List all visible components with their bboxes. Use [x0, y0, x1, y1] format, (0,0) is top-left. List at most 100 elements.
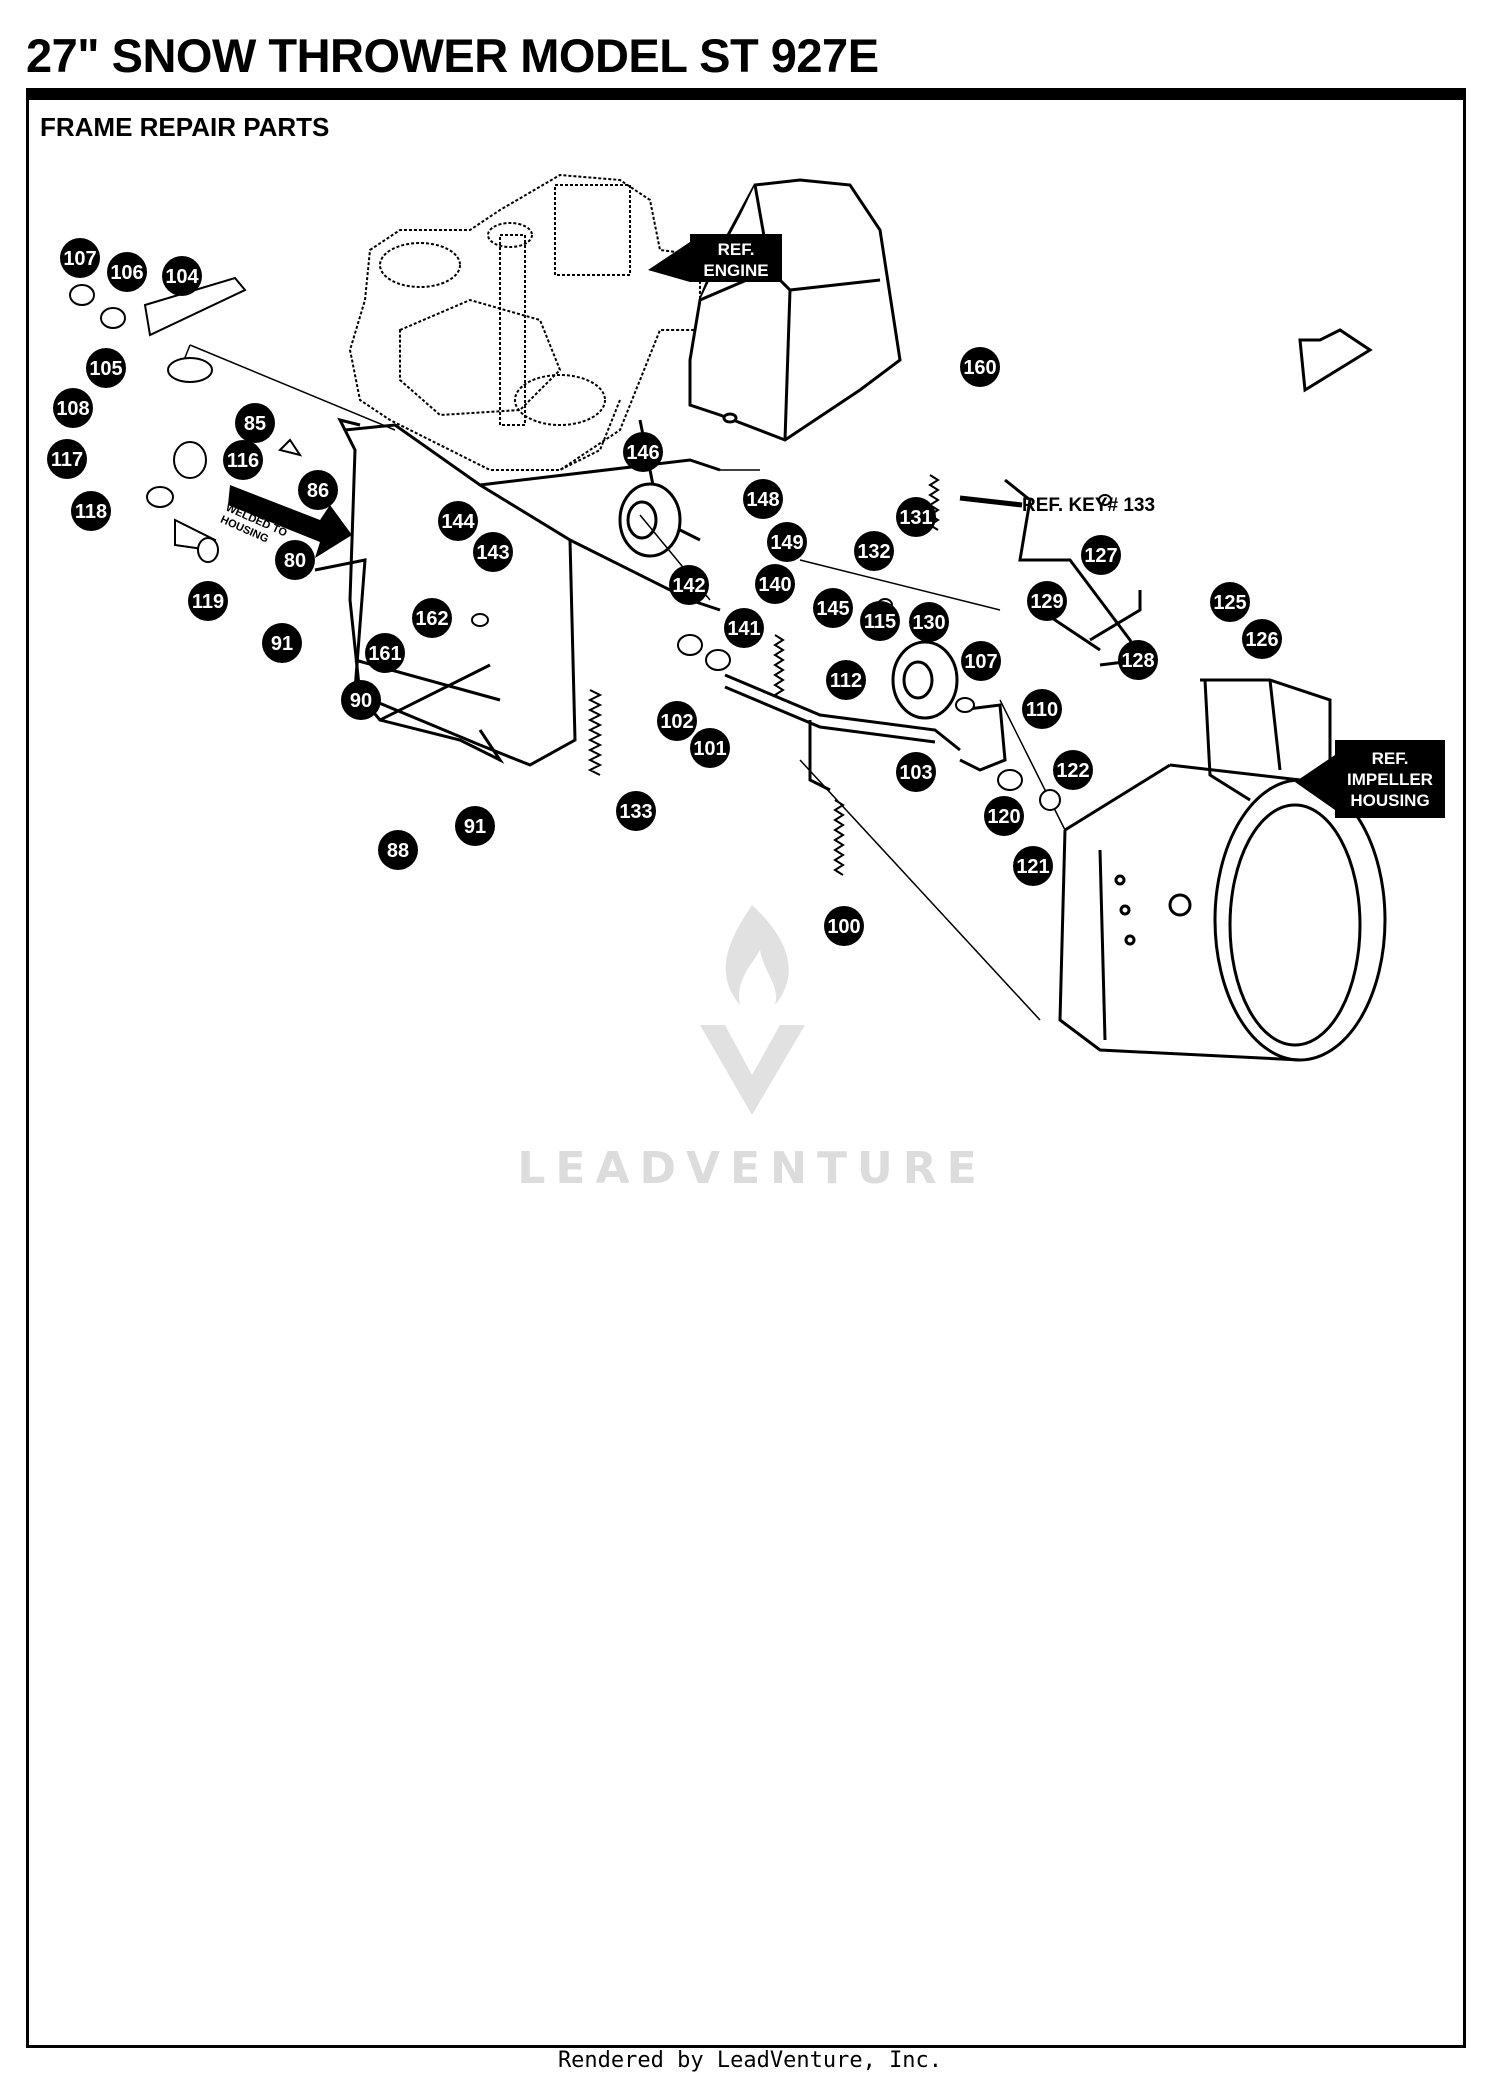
callout-116: 116 — [223, 440, 263, 480]
callout-circle — [623, 432, 663, 472]
ref-key-text: REF. KEY# 133 — [1022, 495, 1155, 516]
callout-118: 118 — [71, 491, 111, 531]
callout-circle — [71, 491, 111, 531]
callout-number: 162 — [415, 608, 448, 630]
callout-circle — [824, 906, 864, 946]
callout-circle — [1210, 582, 1250, 622]
callout-circle — [813, 588, 853, 628]
callout-circle — [767, 522, 807, 562]
callout-number: 91 — [271, 633, 293, 655]
callout-number: 129 — [1030, 591, 1063, 613]
callout-number: 91 — [464, 816, 486, 838]
callout-circle — [960, 347, 1000, 387]
callout-number: 160 — [963, 357, 996, 379]
impeller-housing-drawing — [1058, 678, 1387, 1062]
callout-circle — [1053, 750, 1093, 790]
callout-106: 106 — [107, 252, 147, 292]
callout-circle — [53, 388, 93, 428]
callout-125: 125 — [1210, 582, 1250, 622]
callout-131: 131 — [896, 497, 936, 537]
callout-107b: 107 — [961, 641, 1001, 681]
callout-110: 110 — [1022, 689, 1062, 729]
callout-number: 117 — [51, 449, 83, 471]
callout-circle — [1027, 581, 1067, 621]
callout-circle — [86, 348, 126, 388]
callout-122: 122 — [1053, 750, 1093, 790]
ref-impeller-line2: IMPELLER — [1347, 770, 1433, 789]
callout-circle — [262, 623, 302, 663]
callout-circle — [854, 531, 894, 571]
callout-number: 112 — [830, 670, 862, 692]
callout-120: 120 — [984, 796, 1024, 836]
callout-circle — [455, 806, 495, 846]
callout-circle — [235, 403, 275, 443]
callout-number: 116 — [227, 450, 259, 472]
callout-circle — [107, 252, 147, 292]
callout-number: 127 — [1084, 545, 1117, 567]
callout-number: 130 — [912, 612, 945, 634]
callout-number: 146 — [626, 442, 659, 464]
callout-140: 140 — [755, 564, 795, 604]
callout-circle — [826, 660, 866, 700]
callout-130: 130 — [909, 602, 949, 642]
callout-circle — [755, 564, 795, 604]
callout-133: 133 — [616, 791, 656, 831]
callout-number: 121 — [1016, 856, 1049, 878]
callout-129: 129 — [1027, 581, 1067, 621]
callout-number: 86 — [307, 480, 329, 502]
callout-128: 128 — [1118, 640, 1158, 680]
callout-number: 149 — [770, 532, 803, 554]
callout-85: 85 — [235, 403, 275, 443]
callout-91a: 91 — [262, 623, 302, 663]
callout-90: 90 — [341, 680, 381, 720]
callout-number: 143 — [476, 542, 509, 564]
callout-104: 104 — [162, 256, 202, 296]
callout-146: 146 — [623, 432, 663, 472]
callout-circle — [896, 752, 936, 792]
callout-86: 86 — [298, 470, 338, 510]
spring-drawing — [587, 474, 940, 876]
ref-engine-line1: REF. — [718, 240, 755, 259]
callout-circle — [909, 602, 949, 642]
callout-circle — [743, 479, 783, 519]
watermark-logo: LEADVENTURE — [517, 905, 977, 1194]
callout-number: 115 — [864, 611, 896, 633]
callout-141: 141 — [724, 608, 764, 648]
callout-circle — [473, 532, 513, 572]
callout-102: 102 — [657, 701, 697, 741]
callout-number: 144 — [441, 511, 475, 533]
callout-162: 162 — [412, 598, 452, 638]
callout-88: 88 — [378, 830, 418, 870]
callout-circle — [298, 470, 338, 510]
callout-circle — [1118, 640, 1158, 680]
callout-number: 108 — [56, 398, 89, 420]
callout-105: 105 — [86, 348, 126, 388]
callout-circle — [60, 238, 100, 278]
callout-number: 142 — [672, 575, 705, 597]
hardware-drawing — [69, 276, 1112, 811]
callout-circle — [341, 680, 381, 720]
callout-number: 107 — [63, 248, 96, 270]
callout-circle — [365, 633, 405, 673]
page-title: 27" SNOW THROWER MODEL ST 927E — [26, 29, 879, 82]
callout-144: 144 — [438, 501, 478, 541]
callout-number: 107 — [964, 651, 997, 673]
callout-circle — [961, 641, 1001, 681]
callout-101: 101 — [690, 728, 730, 768]
callout-80: 80 — [275, 540, 315, 580]
callout-number: 145 — [816, 598, 849, 620]
callout-121: 121 — [1013, 846, 1053, 886]
callout-132: 132 — [854, 531, 894, 571]
engine-drawing — [348, 173, 701, 471]
callout-112: 112 — [826, 660, 866, 700]
callout-circle — [162, 256, 202, 296]
callout-circle — [412, 598, 452, 638]
ref-engine-line2: ENGINE — [703, 261, 768, 280]
callout-circle — [275, 540, 315, 580]
callout-circle — [188, 581, 228, 621]
callout-number: 119 — [192, 591, 224, 613]
callout-number: 102 — [660, 711, 693, 733]
callout-circle — [223, 440, 263, 480]
